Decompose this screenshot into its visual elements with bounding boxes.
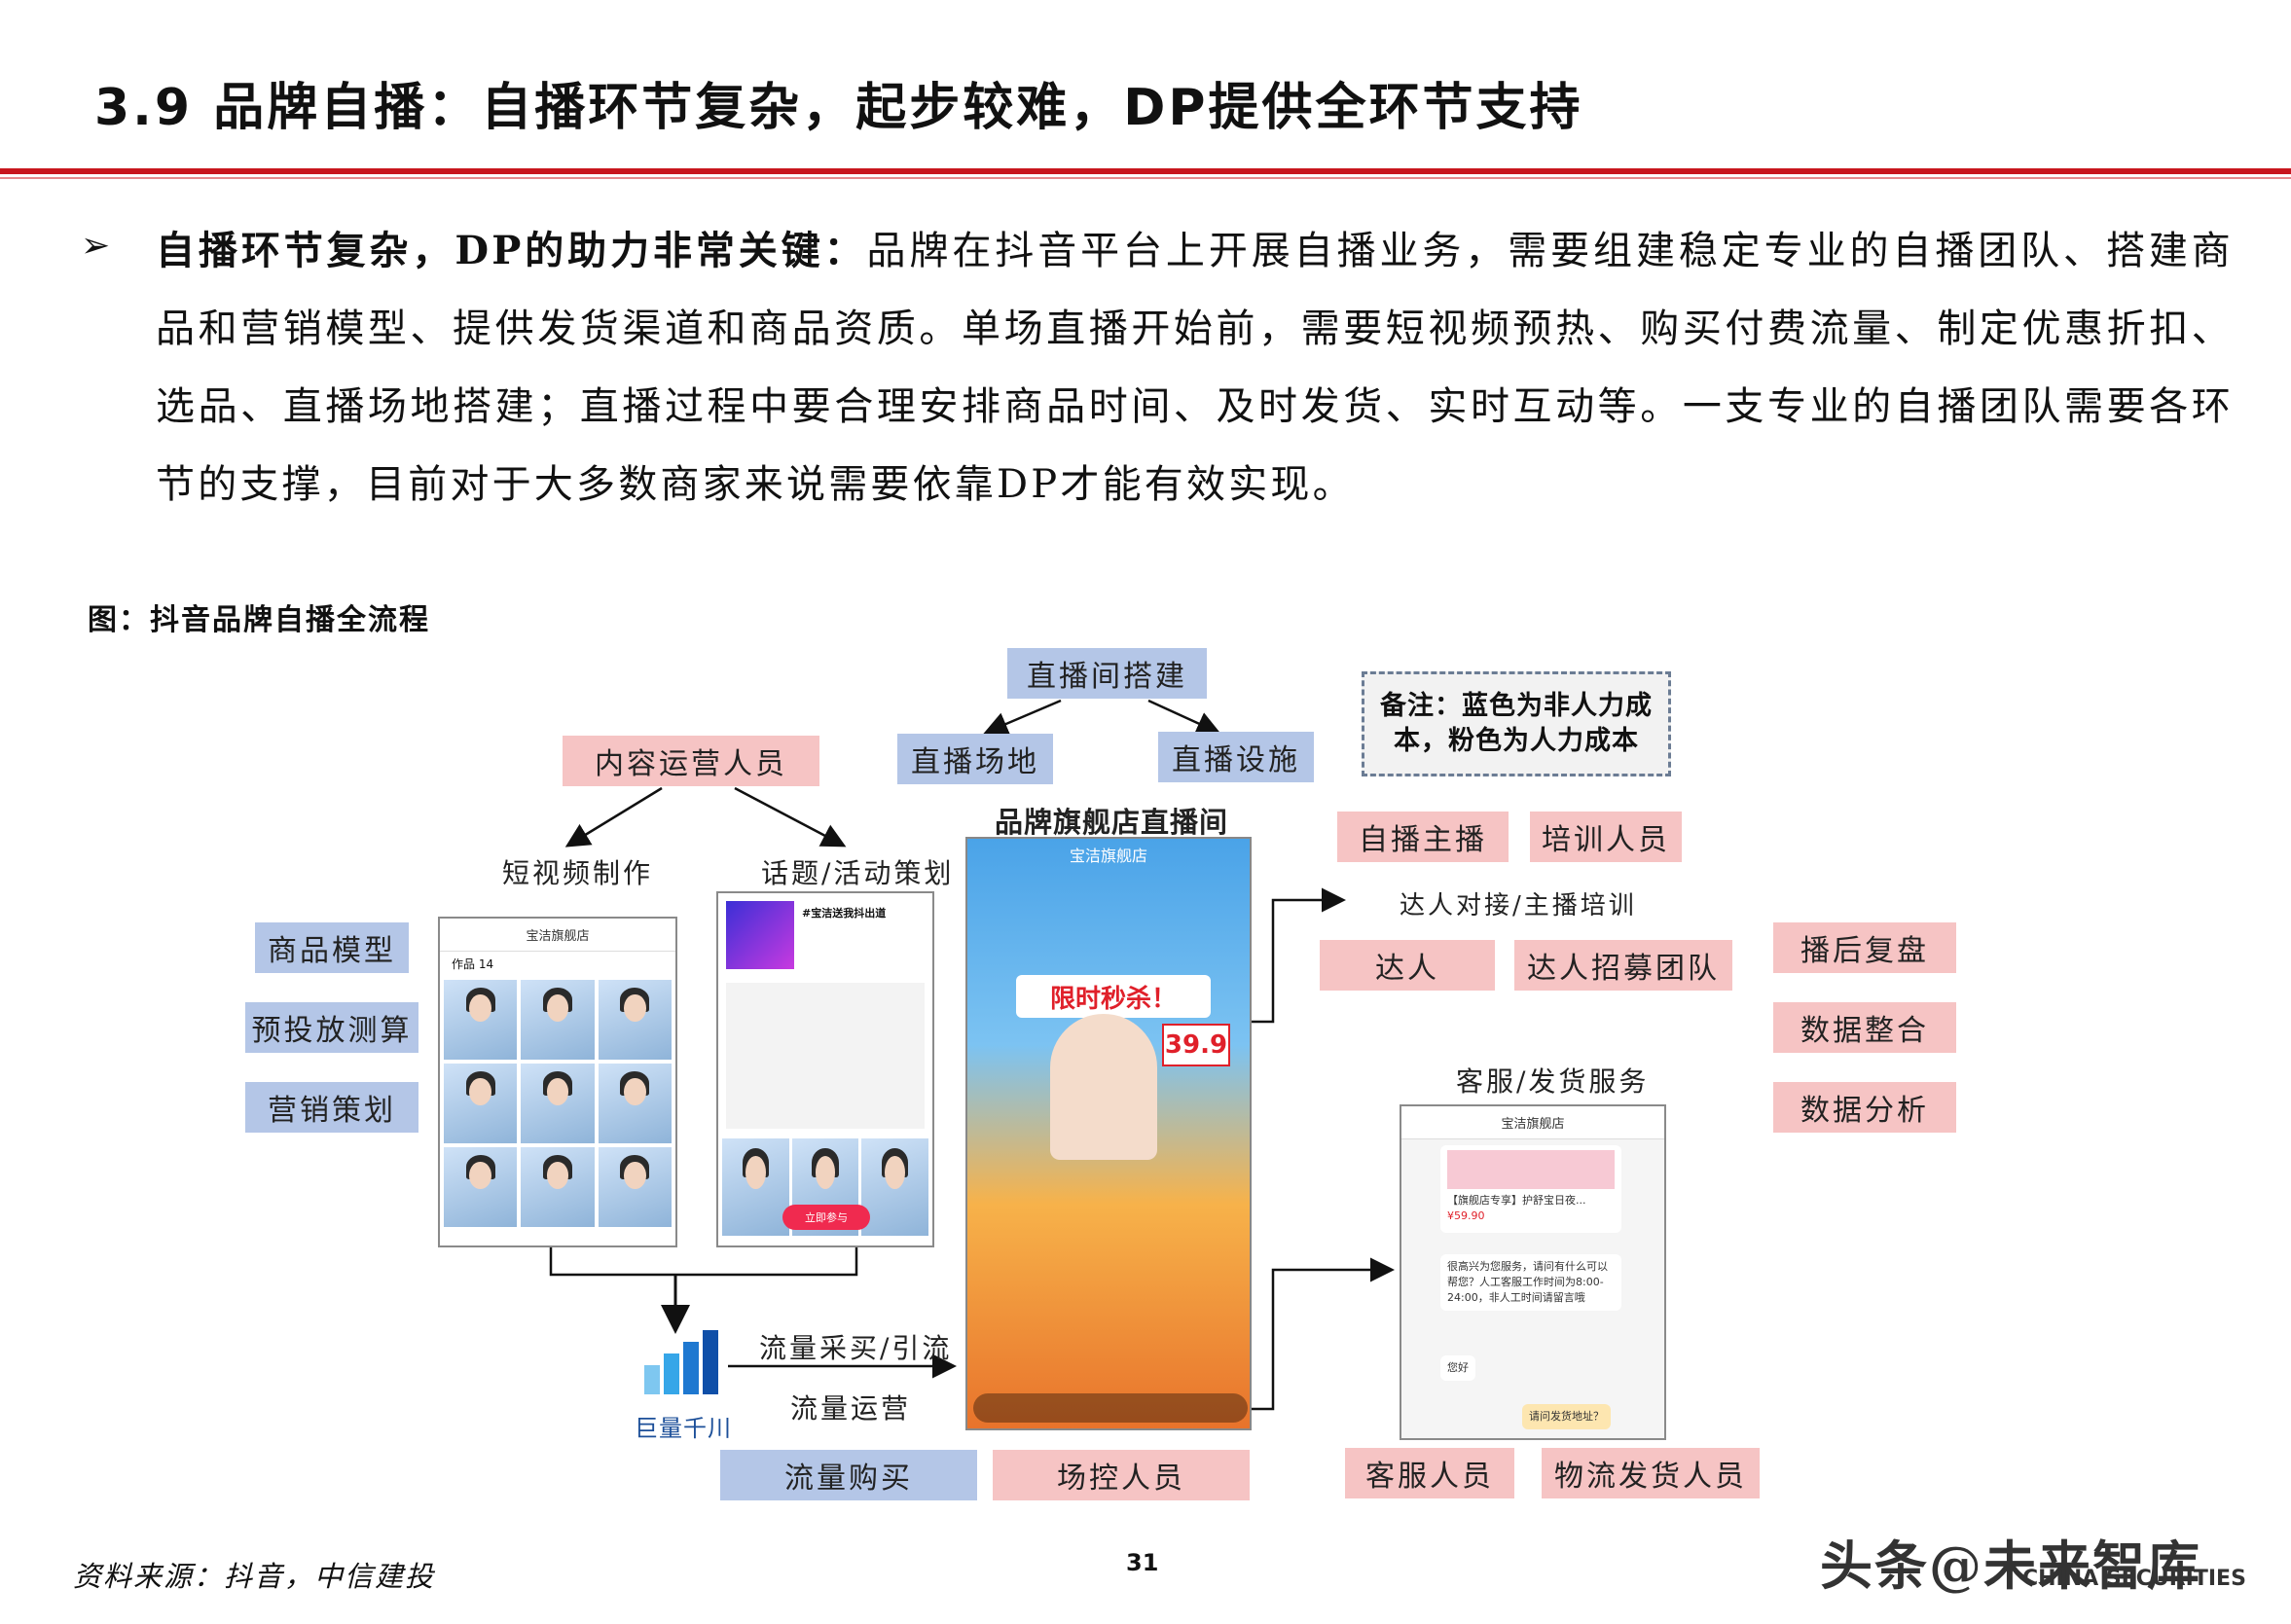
phone-short-video-screen: 宝洁旗舰店 作品 14 xyxy=(438,917,677,1247)
box-product-model: 商品模型 xyxy=(255,922,409,973)
video-thumb xyxy=(598,1147,672,1227)
bullet-paragraph: 自播环节复杂，DP的助力非常关键：品牌在抖音平台上开展自播业务，需要组建稳定专业… xyxy=(156,212,2234,523)
legend-note-line1: 备注：蓝色为非人力成 xyxy=(1380,691,1653,721)
box-marketing-plan: 营销策划 xyxy=(245,1082,418,1133)
box-traffic-purchase: 流量购买 xyxy=(720,1450,977,1500)
box-influencer-team: 达人招募团队 xyxy=(1514,940,1732,991)
video-thumb xyxy=(444,1147,518,1227)
box-field-control: 场控人员 xyxy=(993,1450,1250,1500)
topic-title: #宝洁送我抖出道 xyxy=(802,907,887,920)
join-topic-button[interactable]: 立即参与 xyxy=(782,1205,870,1230)
video-thumb xyxy=(521,980,595,1060)
video-thumb xyxy=(444,980,518,1060)
box-content-ops: 内容运营人员 xyxy=(563,736,819,786)
live-price: 39.9 xyxy=(1162,1024,1230,1066)
chat-header: 宝洁旗舰店 xyxy=(1401,1106,1664,1139)
juliang-qianchuan-logo xyxy=(642,1328,720,1410)
footer-watermark: 头条@未来智库 xyxy=(1820,1534,2201,1597)
box-influencer: 达人 xyxy=(1320,940,1495,991)
bullet-lead: 自播环节复杂，DP的助力非常关键： xyxy=(156,228,867,273)
logo-text: 巨量千川 xyxy=(635,1415,732,1442)
live-stream-screen-placeholder: 宝洁旗舰店 限时秒杀！ 39.9 xyxy=(965,837,1252,1430)
video-thumb xyxy=(521,1147,595,1227)
page-title: 3.9 品牌自播：自播环节复杂，起步较难，DP提供全环节支持 xyxy=(94,79,1583,137)
box-data-integration: 数据整合 xyxy=(1773,1002,1956,1053)
chat-product-card: 【旗舰店专享】护舒宝日夜... ¥59.90 xyxy=(1440,1145,1621,1233)
topic-thumb-row xyxy=(718,1135,932,1240)
video-thumb-grid xyxy=(440,976,675,1231)
chat-title: 宝洁旗舰店 xyxy=(1501,1117,1565,1132)
chat-message-hello: 您好 xyxy=(1440,1355,1475,1381)
phone1-works-label: 作品 14 xyxy=(452,957,494,971)
chat-message-user: 请问发货地址？ xyxy=(1522,1404,1611,1429)
chat-message-service: 很高兴为您服务，请问有什么可以帮您？人工客服工作时间为8:00-24:00，非人… xyxy=(1440,1254,1621,1311)
box-budget-test: 预投放测算 xyxy=(245,1002,418,1053)
footer-china-securities: CHINA SECURITIES xyxy=(2022,1567,2246,1591)
title-rule xyxy=(0,168,2291,174)
phone-topic-screen: #宝洁送我抖出道 立即参与 xyxy=(716,891,934,1247)
box-trainer: 培训人员 xyxy=(1530,812,1682,862)
label-traffic-buy-lead: 流量采买/引流 xyxy=(759,1332,953,1364)
box-live-equipment: 直播设施 xyxy=(1158,732,1314,782)
label-flagship-live: 品牌旗舰店直播间 xyxy=(995,806,1229,839)
topic-cover xyxy=(726,901,794,969)
label-traffic-ops: 流量运营 xyxy=(790,1392,912,1425)
video-thumb xyxy=(521,1064,595,1143)
chat-product-price: ¥59.90 xyxy=(1447,1209,1485,1222)
phone-chat-screen: 宝洁旗舰店 【旗舰店专享】护舒宝日夜... ¥59.90 很高兴为您服务，请问有… xyxy=(1400,1104,1666,1440)
box-live-setup: 直播间搭建 xyxy=(1007,648,1207,699)
host-figure xyxy=(1050,1014,1157,1160)
topic-rules-panel xyxy=(726,983,925,1129)
page-number: 31 xyxy=(1126,1549,1159,1576)
box-self-host: 自播主播 xyxy=(1337,812,1509,862)
flash-sale-badge: 限时秒杀！ xyxy=(1016,975,1211,1018)
video-thumb xyxy=(598,1064,672,1143)
legend-note-line2: 本，粉色为人力成本 xyxy=(1394,726,1639,756)
label-influencer-link: 达人对接/主播培训 xyxy=(1400,891,1637,920)
video-thumb xyxy=(444,1064,518,1143)
topic-thumb xyxy=(861,1138,928,1236)
box-cs-staff: 客服人员 xyxy=(1345,1448,1514,1498)
label-short-video: 短视频制作 xyxy=(502,857,654,889)
box-data-analysis: 数据分析 xyxy=(1773,1082,1956,1133)
bullet-body: 品牌在抖音平台上开展自播业务，需要组建稳定专业的自播团队、搭建商品和营销模型、提… xyxy=(156,229,2234,507)
label-cs-service: 客服/发货服务 xyxy=(1456,1065,1650,1098)
legend-note: 备注：蓝色为非人力成 本，粉色为人力成本 xyxy=(1362,671,1671,776)
box-live-venue: 直播场地 xyxy=(897,734,1053,784)
box-post-review: 播后复盘 xyxy=(1773,922,1956,973)
phone1-store-name: 宝洁旗舰店 xyxy=(526,929,590,944)
live-store-name: 宝洁旗舰店 xyxy=(1069,847,1147,865)
phone1-header: 宝洁旗舰店 xyxy=(440,919,675,952)
video-thumb xyxy=(598,980,672,1060)
figure-caption: 图：抖音品牌自播全流程 xyxy=(88,603,430,637)
topic-header: #宝洁送我抖出道 xyxy=(718,893,932,977)
chat-product-name: 【旗舰店专享】护舒宝日夜... xyxy=(1447,1194,1586,1207)
topic-thumb xyxy=(722,1138,789,1236)
live-input-bar[interactable] xyxy=(973,1393,1248,1423)
chat-product-image xyxy=(1447,1150,1615,1189)
source-note: 资料来源：抖音，中信建投 xyxy=(73,1560,436,1593)
label-topic-plan: 话题/活动策划 xyxy=(761,857,955,889)
box-logistics-staff: 物流发货人员 xyxy=(1542,1448,1760,1498)
bullet-arrow-icon: ➢ xyxy=(81,226,111,266)
title-rule-thin xyxy=(0,177,2291,179)
